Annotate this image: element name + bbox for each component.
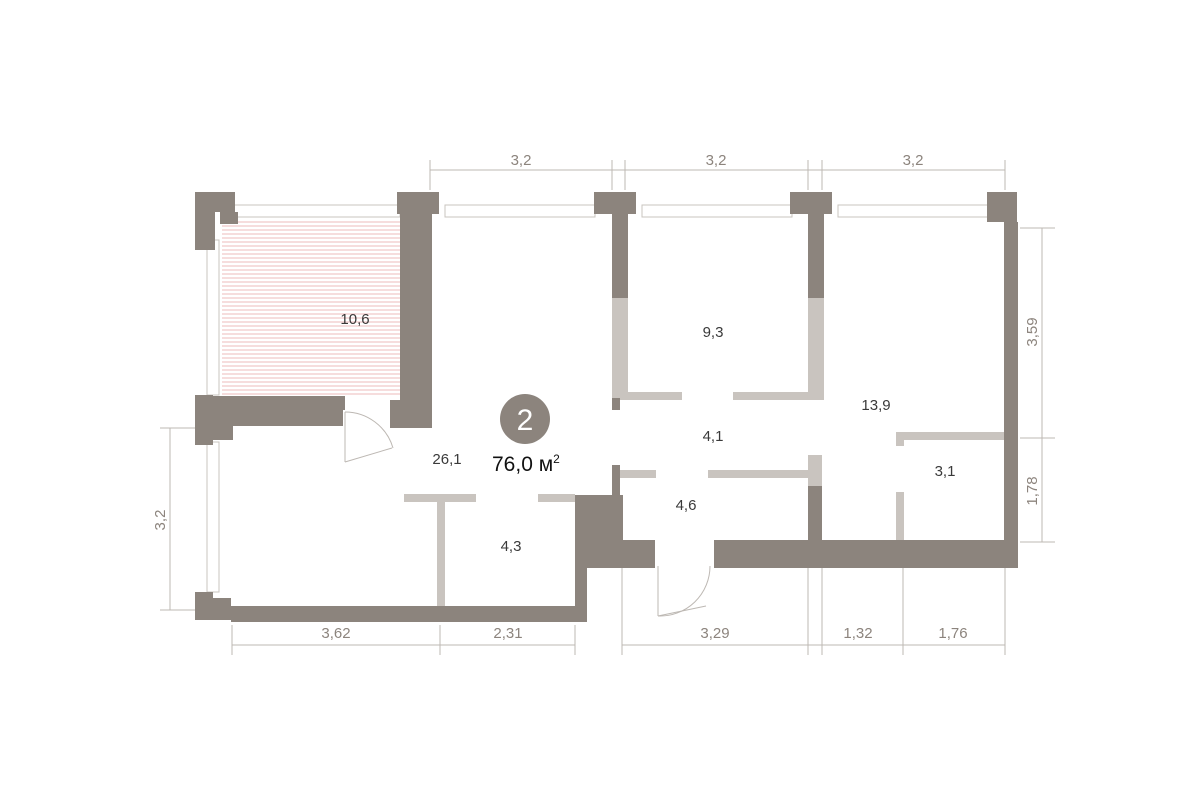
total-area: 76,0 м2 xyxy=(492,452,560,476)
total-area-sup: 2 xyxy=(553,452,560,466)
room-area-living: 26,1 xyxy=(432,451,461,468)
apartment-number: 2 xyxy=(517,404,534,437)
dim-bottom-4: 1,32 xyxy=(843,625,872,642)
exterior-walls xyxy=(195,192,1018,622)
dimension-lines xyxy=(160,160,1055,655)
dim-bottom-1: 3,62 xyxy=(321,625,350,642)
dim-top-2: 3,2 xyxy=(706,152,727,169)
balcony-hatch xyxy=(222,221,400,395)
doors xyxy=(344,411,711,617)
room-area-bedroom-1: 9,3 xyxy=(703,324,724,341)
total-area-value: 76,0 м xyxy=(492,453,553,476)
apartment-badge: 2 76,0 м2 xyxy=(492,394,560,476)
room-area-bath-2: 4,6 xyxy=(676,497,697,514)
room-area-bath-1: 3,1 xyxy=(935,463,956,480)
badge-circle xyxy=(500,394,550,444)
room-area-hall: 4,1 xyxy=(703,428,724,445)
dim-bottom-5: 1,76 xyxy=(938,625,967,642)
room-area-balcony: 10,6 xyxy=(340,311,369,328)
room-labels: 10,6 26,1 9,3 4,1 13,9 3,1 4,6 4,3 xyxy=(340,311,955,555)
dim-right-2: 1,78 xyxy=(1024,476,1041,505)
dim-top-1: 3,2 xyxy=(511,152,532,169)
dimension-labels: 3,2 3,2 3,2 3,59 1,78 3,2 3,62 2,31 3,29… xyxy=(152,152,1041,642)
dim-left-1: 3,2 xyxy=(152,510,169,531)
dim-right-1: 3,59 xyxy=(1024,317,1041,346)
dim-bottom-2: 2,31 xyxy=(493,625,522,642)
dim-top-3: 3,2 xyxy=(903,152,924,169)
dim-bottom-3: 3,29 xyxy=(700,625,729,642)
windows xyxy=(206,204,989,593)
partitions xyxy=(404,298,1004,606)
room-area-bedroom-2: 13,9 xyxy=(861,397,890,414)
room-area-storage: 4,3 xyxy=(501,538,522,555)
